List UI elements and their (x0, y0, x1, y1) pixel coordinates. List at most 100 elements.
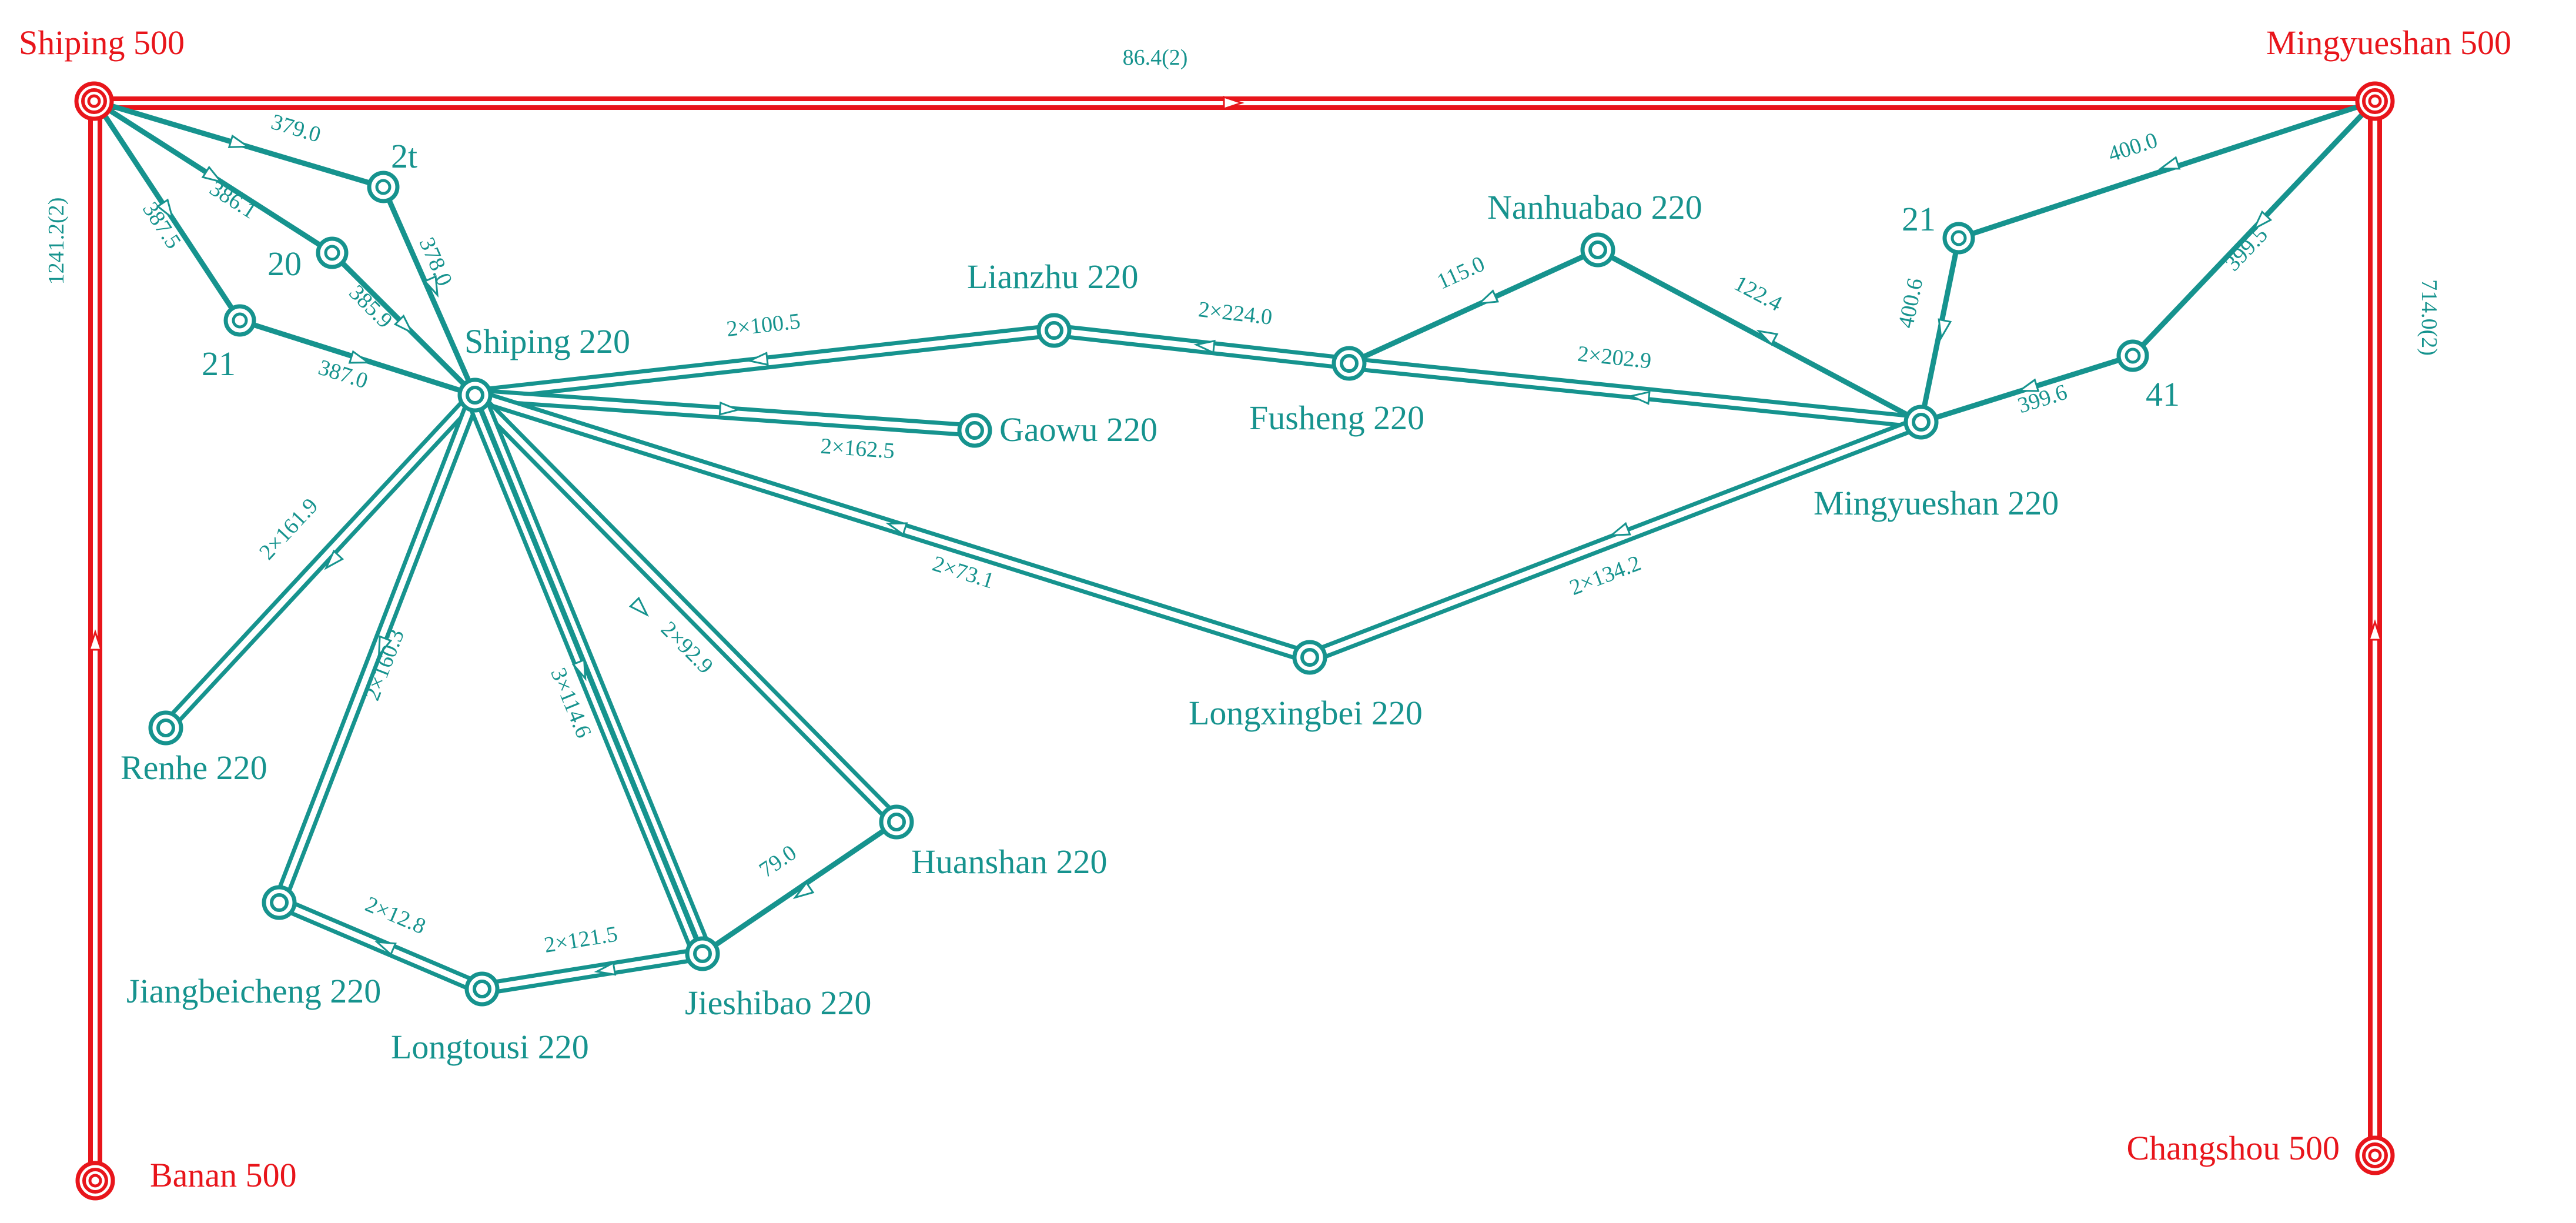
label-node-20: 20 (267, 245, 302, 283)
substation-icon[interactable] (1036, 313, 1072, 348)
line-longtousi-jieshibao[interactable] (481, 947, 704, 996)
line-shiping500-mingyueshan500[interactable] (94, 95, 2374, 111)
flow-arrow-icon (2017, 378, 2040, 392)
line-nanhuabao-mingyueshan220[interactable] (1596, 248, 1923, 425)
edge-label: 378.0 (414, 234, 457, 290)
node-icon[interactable] (223, 304, 256, 337)
edge-label: 2×224.0 (1197, 297, 1273, 330)
flow-arrow-icon (228, 134, 250, 148)
line-shiping220-jieshibao[interactable] (464, 390, 713, 958)
label-renhe-220: Renhe 220 (121, 748, 267, 787)
label-node-21-right: 21 (1902, 200, 1936, 238)
line-shiping220-jiangbeicheng[interactable] (272, 392, 482, 905)
line-fusheng-nanhuabao[interactable] (1348, 247, 1599, 366)
flow-arrow-icon (1938, 318, 1952, 341)
label-mingyueshan-220: Mingyueshan 220 (1814, 484, 2059, 522)
line-shiping220-huanshan[interactable] (470, 390, 902, 827)
flow-arrow-icon (885, 522, 908, 536)
substation-icon[interactable] (879, 804, 914, 840)
line-longxingbei-mingyueshan220[interactable] (1307, 415, 1924, 664)
edge-label: 86.4(2) (1123, 45, 1188, 70)
substation-icon[interactable] (148, 710, 183, 746)
line-fusheng-mingyueshan220[interactable] (1348, 356, 1922, 429)
edge-label: 122.4 (1730, 271, 1786, 316)
flow-arrow-icon (1608, 522, 1631, 537)
node-icon[interactable] (367, 171, 400, 203)
flow-arrow-icon (594, 961, 617, 976)
flow-arrow-icon (423, 275, 439, 298)
edge-label: 2×100.5 (725, 309, 802, 342)
flow-arrow-icon (88, 629, 103, 651)
flow-arrow-icon (1223, 95, 1244, 111)
substation-icon[interactable] (1580, 232, 1615, 268)
edge-label: 2×162.5 (820, 434, 896, 464)
substation-icon[interactable] (2355, 81, 2395, 121)
substation-icon[interactable] (685, 936, 720, 971)
label-banan-500: Banan 500 (150, 1156, 297, 1194)
substation-icon[interactable] (1332, 346, 1367, 381)
line-huanshan-jieshibao[interactable] (701, 820, 898, 956)
label-changshou-500: Changshou 500 (2127, 1129, 2340, 1167)
flow-arrow-icon (348, 350, 371, 364)
substation-icon[interactable] (2355, 1135, 2395, 1175)
line-mingyueshan500-changshou500[interactable] (2367, 101, 2383, 1152)
line-shiping500-banan500[interactable] (88, 101, 103, 1179)
substation-icon[interactable] (957, 413, 992, 448)
edge-label: 399.6 (2015, 380, 2070, 419)
edge-label: 400.0 (2105, 128, 2160, 167)
flow-arrow-icon (1477, 289, 1500, 305)
substation-icon[interactable] (464, 971, 500, 1007)
flow-arrow-icon (628, 596, 649, 617)
flow-arrow-icon (201, 165, 223, 183)
label-fusheng-220: Fusheng 220 (1249, 399, 1424, 437)
substation-icon[interactable] (457, 377, 493, 413)
node-icon[interactable] (1942, 222, 1975, 255)
substation-icon[interactable] (262, 885, 297, 920)
flow-arrow-icon (747, 352, 769, 366)
flow-arrow-icon (1756, 329, 1779, 346)
flow-arrow-icon (393, 314, 414, 335)
flow-arrow-icon (571, 659, 587, 681)
edge-label: 1241.2(2) (44, 198, 69, 285)
substation-icon[interactable] (75, 1161, 115, 1201)
label-node-2t: 2t (391, 137, 417, 175)
node-icon[interactable] (316, 236, 349, 269)
line-mingyueshan500-21[interactable] (1958, 98, 2376, 241)
label-huanshan-220: Huanshan 220 (911, 843, 1107, 881)
label-node-41: 41 (2146, 375, 2180, 413)
edge-label: 115.0 (1433, 252, 1488, 295)
label-node-21-left: 21 (202, 345, 236, 383)
edge-label: 2×161.9 (255, 493, 323, 564)
flow-arrow-icon (2367, 619, 2383, 641)
label-nanhuabao-220: Nanhuabao 220 (1487, 188, 1702, 226)
flow-arrow-icon (2252, 210, 2273, 231)
substation-icon[interactable] (1903, 405, 1939, 440)
label-jiangbeicheng-220: Jiangbeicheng 220 (126, 972, 381, 1010)
flow-arrow-icon (792, 881, 815, 900)
edge-label: 2×12.8 (362, 892, 429, 939)
edge-label: 400.6 (1893, 276, 1928, 330)
label-longtousi-220: Longtousi 220 (391, 1028, 589, 1066)
flow-arrow-icon (1628, 390, 1651, 405)
edge-label: 714.0(2) (2417, 279, 2441, 356)
label-shiping-220: Shiping 220 (464, 322, 630, 360)
substation-icon[interactable] (1292, 640, 1327, 675)
label-gaowu-220: Gaowu 220 (999, 410, 1157, 449)
flow-arrow-icon (156, 198, 174, 220)
line-shiping220-renhe[interactable] (160, 390, 480, 733)
label-longxingbei-220: Longxingbei 220 (1189, 694, 1423, 732)
substation-icon[interactable] (74, 81, 114, 121)
flow-arrow-icon (377, 635, 393, 658)
label-jieshibao-220: Jieshibao 220 (685, 984, 871, 1022)
edge-label: 2×202.9 (1576, 342, 1652, 374)
edge-label: 2×121.5 (543, 921, 620, 957)
edge-label: 386.1 (205, 176, 261, 223)
edge-label: 379.0 (268, 109, 323, 148)
edge-label: 399.5 (2220, 222, 2273, 276)
line-2t-shiping220[interactable] (380, 186, 478, 396)
flow-arrow-icon (1193, 339, 1216, 354)
node-icon[interactable] (2116, 339, 2149, 372)
flow-arrow-icon (324, 549, 344, 570)
flow-arrow-icon (374, 941, 397, 956)
